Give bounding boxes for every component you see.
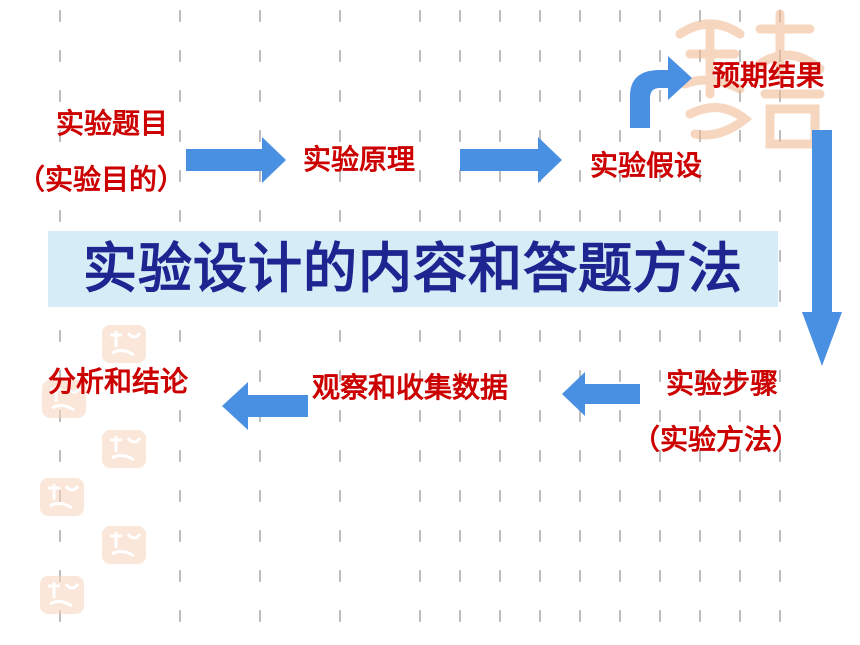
- arrow-steps-to-observe: [562, 372, 640, 416]
- seal-stamp-icon: [102, 526, 146, 564]
- title-band: [48, 231, 778, 307]
- arrow-principle-to-hypothesis: [460, 137, 562, 183]
- seal-stamp-icon: [102, 325, 146, 363]
- node-steps-line2: （实验方法）: [631, 423, 800, 456]
- node-experiment-principle: 实验原理: [303, 143, 416, 176]
- node-experiment-topic: 实验题目 （实验目的）: [17, 106, 192, 198]
- arrow-topic-to-principle: [186, 137, 286, 183]
- node-topic-line2: （实验目的）: [16, 163, 185, 196]
- arrow-expected-to-steps: [802, 130, 842, 366]
- node-topic-line1: 实验题目: [55, 107, 168, 140]
- seal-stamp-icon: [42, 380, 86, 418]
- node-analysis-conclusion: 分析和结论: [48, 365, 189, 398]
- diagram-title: 实验设计的内容和答题方法: [83, 237, 743, 300]
- node-observe-collect-data: 观察和收集数据: [312, 371, 509, 404]
- node-expected-result: 预期结果: [712, 59, 825, 92]
- seal-stamp-icon: [40, 576, 84, 614]
- seal-stamp-icon: [102, 430, 146, 468]
- node-steps-line1: 实验步骤: [665, 367, 778, 400]
- node-experiment-steps: 实验步骤 （实验方法）: [632, 366, 802, 458]
- arrow-observe-to-analysis: [222, 382, 308, 430]
- node-experiment-hypothesis: 实验假设: [590, 149, 703, 182]
- seal-stamp-icon: [40, 478, 84, 516]
- arrow-hypothesis-to-expected: [630, 56, 692, 128]
